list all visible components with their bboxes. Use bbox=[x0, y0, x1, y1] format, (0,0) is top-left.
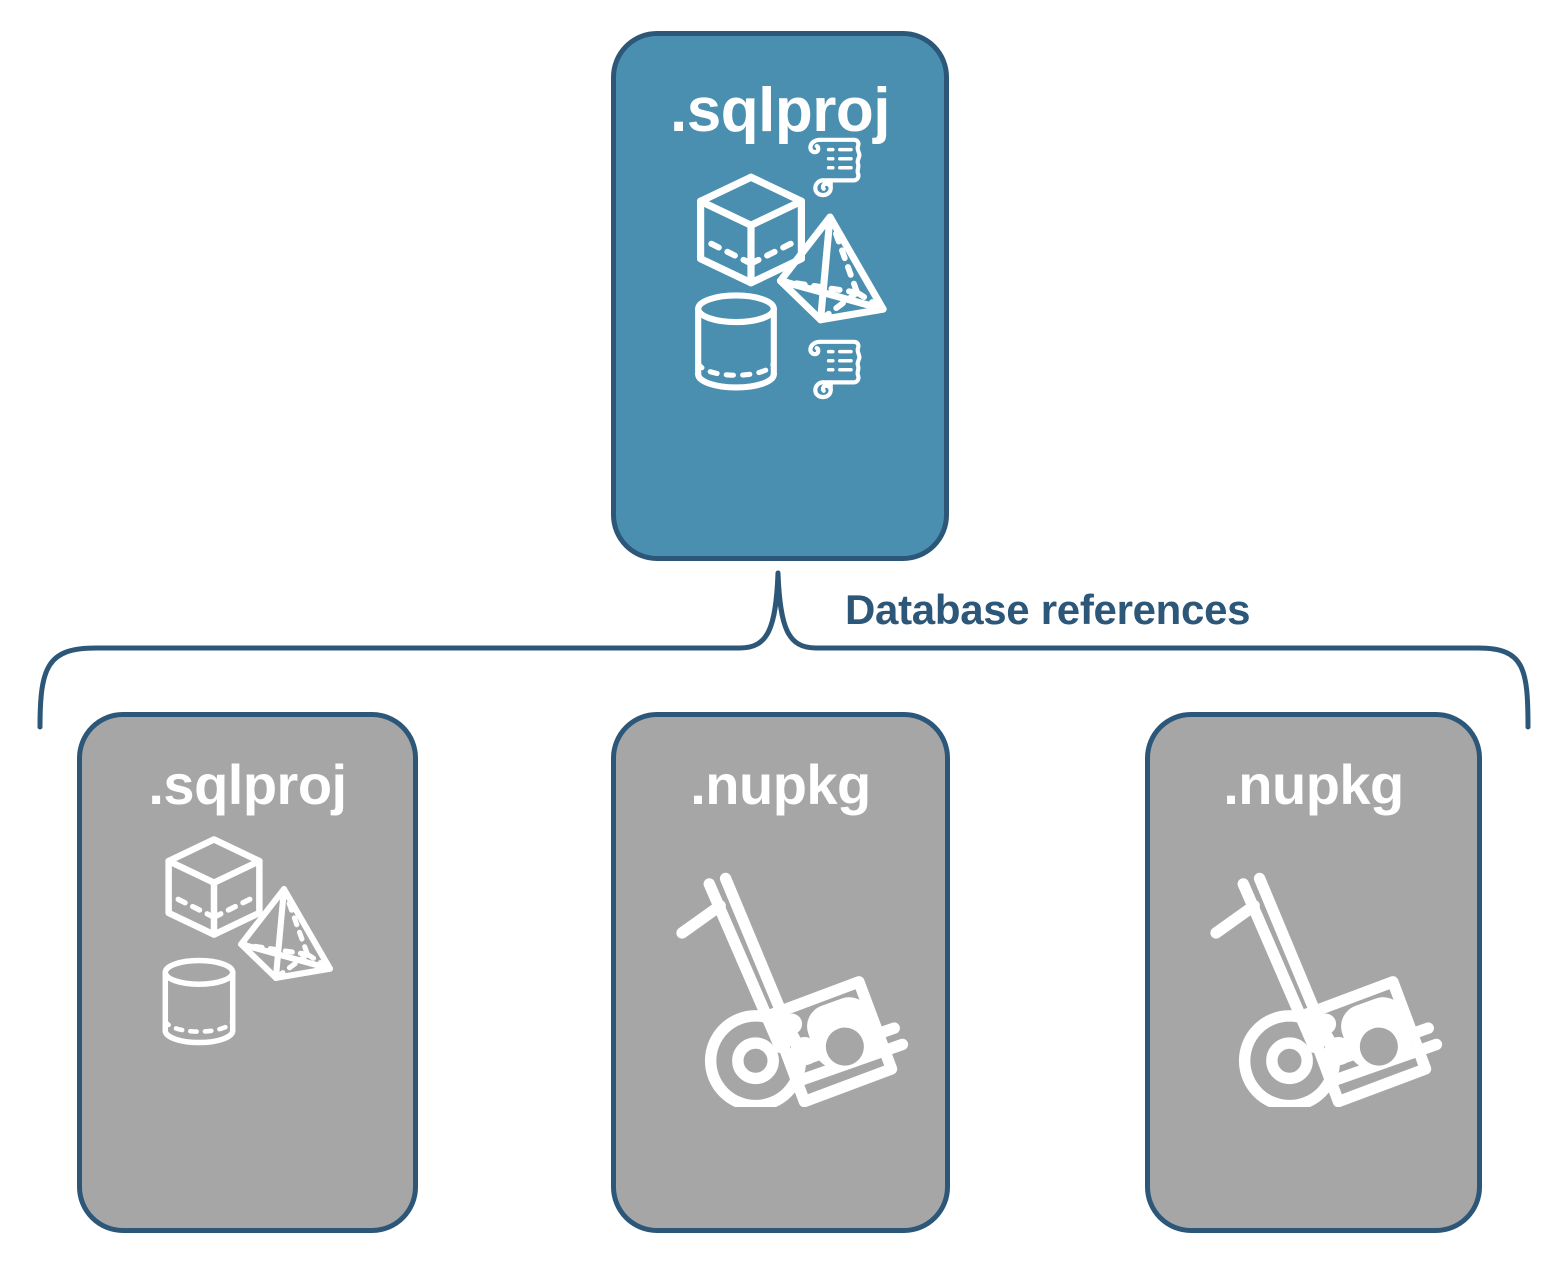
node-title-sqlproj-root: .sqlproj bbox=[670, 76, 890, 145]
node-nupkg-2[interactable]: .nupkg bbox=[1145, 712, 1482, 1233]
scroll-icon bbox=[808, 137, 862, 198]
cylinder-icon bbox=[162, 957, 236, 1046]
hand-truck-nuget-icon bbox=[1210, 872, 1443, 1107]
scroll-icon bbox=[808, 339, 862, 400]
icon-area-nupkg-2 bbox=[1150, 813, 1477, 1228]
node-title-nupkg-1: .nupkg bbox=[690, 753, 871, 816]
node-sqlproj-root[interactable]: .sqlproj bbox=[611, 31, 949, 561]
cube-icon bbox=[165, 836, 263, 938]
icon-area-nupkg-1 bbox=[616, 813, 945, 1228]
pyramid-icon bbox=[238, 886, 333, 981]
icon-area-sqlproj-reference bbox=[82, 813, 413, 1228]
hand-truck-nuget-icon bbox=[676, 872, 909, 1107]
icon-area-root bbox=[616, 137, 944, 556]
connector-label-database-references: Database references bbox=[845, 586, 1251, 633]
cylinder-icon bbox=[695, 292, 777, 391]
brace-path bbox=[37, 570, 1531, 730]
node-nupkg-1[interactable]: .nupkg bbox=[611, 712, 950, 1233]
cube-icon bbox=[697, 173, 805, 287]
node-title-nupkg-2: .nupkg bbox=[1223, 753, 1404, 816]
node-sqlproj-reference[interactable]: .sqlproj bbox=[77, 712, 418, 1233]
pyramid-icon bbox=[776, 213, 887, 324]
node-title-sqlproj-reference: .sqlproj bbox=[148, 753, 347, 816]
